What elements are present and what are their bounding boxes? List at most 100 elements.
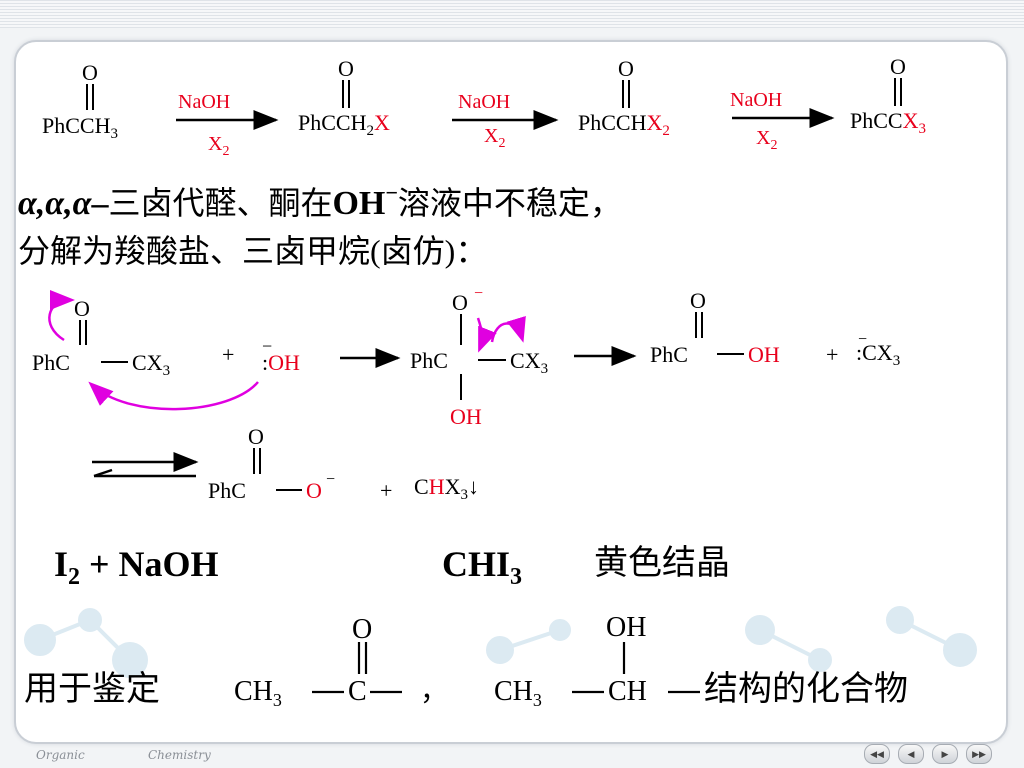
svg-text:PhCCHX2: PhCCHX2	[578, 110, 670, 139]
subscript: 3	[110, 126, 118, 142]
reagent-subscript: 2	[498, 136, 505, 151]
haloform-h: H	[429, 474, 445, 499]
haloform-c: C	[414, 474, 429, 499]
plus-sign: +	[380, 478, 392, 503]
carbonyl-o: O	[690, 288, 706, 313]
reagent-naoh: NaOH	[458, 91, 510, 113]
svg-text:X2: X2	[756, 127, 777, 153]
reagent-subscript: 2	[770, 138, 777, 153]
alpha-label: α,α,α	[18, 185, 93, 222]
statement-cn2: 溶液中不稳定，	[398, 184, 622, 222]
molecule-decoration	[24, 606, 977, 678]
reagent-naoh: NaOH	[178, 91, 230, 113]
acid-oh: OH	[748, 342, 780, 367]
c-group: C	[888, 108, 903, 133]
hydroxide-oh: OH	[268, 350, 300, 375]
intermediate-ph-c: PhC	[410, 348, 448, 373]
footer-organic: Organic	[36, 748, 85, 762]
footer-chemistry: Chemistry	[148, 748, 211, 762]
hydroxyl-oh: OH	[606, 612, 646, 643]
svg-text:CH3: CH3	[234, 676, 282, 710]
iodoform-test: I2 + NaOH CHI3 黄色结晶	[54, 544, 730, 590]
negative-charge: −	[262, 336, 272, 356]
svg-text:PhCCH3: PhCCH3	[42, 113, 118, 142]
ph-c: PhC	[850, 108, 888, 133]
benzoate-anion: O PhC O −	[208, 424, 335, 503]
intermediate-oh: OH	[450, 404, 482, 429]
svg-text::CX3: :CX3	[856, 340, 900, 369]
benzoic-acid: O PhC OH	[650, 288, 780, 367]
ch-group: CH	[494, 676, 533, 707]
precipitate-arrow: ↓	[468, 474, 479, 499]
molecule-phcch2x: O PhCCH2X	[298, 56, 390, 139]
iodoform-subscript: 3	[510, 564, 522, 590]
halogen-x: X	[903, 108, 919, 133]
negative-charge: −	[326, 471, 335, 488]
curved-arrow-reform	[476, 317, 497, 353]
subscript: 3	[919, 121, 927, 137]
prev-slide-button[interactable]: ◀	[898, 744, 924, 764]
subscript: 3	[893, 353, 901, 369]
equilibrium-arrows	[92, 452, 199, 478]
arrow-naoh-x2-2: NaOH X2	[452, 91, 559, 151]
ch-group: CH	[616, 110, 647, 135]
arrow-naoh-x2-1: NaOH X2	[176, 91, 279, 159]
haloform-x: X	[445, 474, 461, 499]
halogen-x: X	[646, 110, 662, 135]
svg-text:CX3: CX3	[132, 350, 170, 379]
statement-cn1: 三卤代醛、酮在	[108, 184, 332, 222]
carbonyl-c: C	[348, 676, 367, 707]
statement-line2: 分解为羧酸盐、三卤甲烷(卤仿)：	[18, 233, 487, 269]
usage-line: 用于鉴定 O CH3 C ， OH CH3 CH 结构的化合物	[24, 612, 908, 710]
negative-charge: −	[858, 331, 867, 348]
methyl-ketone-fragment: O CH3 C	[234, 614, 402, 710]
svg-text:CX3: CX3	[510, 348, 548, 377]
reagent-x: X	[756, 127, 771, 149]
methyl-carbinol-fragment: OH CH3 CH	[494, 612, 700, 710]
reagent-x: X	[208, 133, 223, 155]
oh-charge: −	[385, 180, 398, 205]
dash: –	[90, 185, 109, 222]
ph-c: PhC	[578, 110, 616, 135]
lone-pair: :	[262, 350, 268, 375]
carbonyl-o: O	[338, 56, 354, 81]
naoh-reagent: + NaOH	[80, 544, 219, 584]
plus-sign: +	[222, 342, 234, 367]
subscript: 3	[163, 363, 171, 379]
cx-group: CX	[862, 340, 893, 365]
subscript: 2	[366, 123, 374, 139]
yellow-crystal-label: 黄色结晶	[594, 544, 730, 582]
curved-arrow-pi	[48, 290, 75, 342]
substrate-ph-c: PhC	[32, 350, 70, 375]
carbonyl-o: O	[82, 60, 98, 85]
lone-pair: :	[856, 340, 862, 365]
substrate-phccx3: O PhC CX3	[32, 296, 170, 379]
next-slide-button[interactable]: ▶	[932, 744, 958, 764]
tetrahedral-intermediate: O − PhC CX3 OH	[410, 285, 548, 429]
haloform-product: CHX3↓	[414, 474, 479, 503]
ch-carbinol: CH	[608, 676, 647, 707]
carbonyl-o: O	[352, 614, 372, 645]
mechanism-scheme: O PhC CX3 + − :OH O − PhC CX3 OH	[32, 285, 900, 503]
statement-line1: α,α,α–三卤代醛、酮在OH−溶液中不稳定，	[18, 180, 622, 222]
first-slide-button[interactable]: ◀◀	[864, 744, 890, 764]
ph-c: PhC	[298, 110, 336, 135]
reagent-x: X	[484, 125, 499, 147]
reagent-subscript: 2	[222, 144, 229, 159]
molecule-phccx3: O PhCCX3	[850, 54, 926, 137]
svg-text:I2 + NaOH: I2 + NaOH	[54, 544, 219, 590]
reagent-naoh: NaOH	[730, 89, 782, 111]
ch-group: CH	[234, 676, 273, 707]
svg-text:CH3: CH3	[494, 676, 542, 710]
usage-lead: 用于鉴定	[24, 670, 160, 708]
svg-text::OH: :OH	[262, 350, 300, 375]
last-slide-button[interactable]: ▶▶	[966, 744, 992, 764]
svg-text:CHI3: CHI3	[442, 544, 522, 590]
subscript: 3	[460, 487, 468, 503]
svg-text:X2: X2	[484, 125, 505, 151]
arrow-naoh-x2-3: NaOH X2	[730, 89, 835, 153]
iodine-subscript: 2	[68, 564, 80, 590]
subscript: 3	[533, 690, 542, 710]
comma: ，	[420, 676, 448, 707]
ph-c: PhC	[42, 113, 80, 138]
